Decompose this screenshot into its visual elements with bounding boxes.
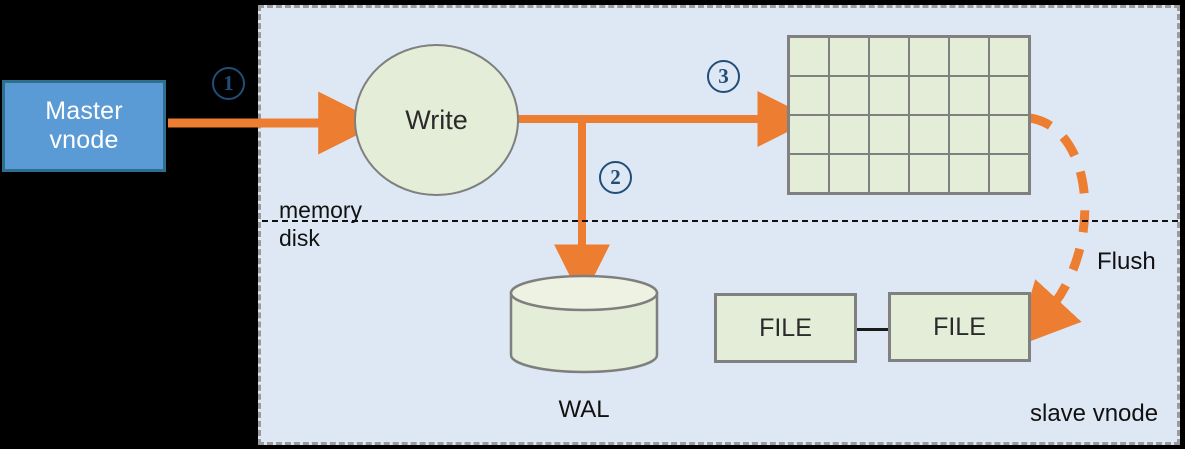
step-marker-2: 2 xyxy=(599,161,632,194)
memtable-cell xyxy=(990,38,1028,75)
write-node[interactable]: Write xyxy=(354,44,519,196)
memtable-cell xyxy=(830,77,868,114)
file-box-2-label: FILE xyxy=(933,312,986,341)
memtable-cell xyxy=(910,77,948,114)
step-marker-1: 1 xyxy=(212,67,245,100)
wal-label: WAL xyxy=(558,396,610,423)
write-node-label: Write xyxy=(405,104,468,135)
memtable-cell xyxy=(870,116,908,153)
file-connector-line xyxy=(857,328,888,331)
memtable-cell xyxy=(910,116,948,153)
wal-cylinder-shape xyxy=(509,274,659,374)
memtable-cell xyxy=(950,155,988,192)
memory-disk-divider xyxy=(262,220,1178,222)
memtable-cell xyxy=(910,38,948,75)
wal-cylinder[interactable] xyxy=(508,274,660,374)
memtable-cell xyxy=(990,155,1028,192)
flush-label: Flush xyxy=(1097,248,1156,275)
memtable-cell xyxy=(870,77,908,114)
memtable-grid xyxy=(787,35,1031,195)
memtable-cell xyxy=(950,38,988,75)
slave-vnode-label: slave vnode xyxy=(1030,400,1159,427)
memtable-cell xyxy=(950,77,988,114)
file-box-2[interactable]: FILE xyxy=(888,292,1031,362)
master-vnode-box[interactable]: Master vnode xyxy=(2,80,166,172)
memtable-cell xyxy=(790,77,828,114)
file-box-1-label: FILE xyxy=(759,313,812,342)
memtable-cell xyxy=(990,77,1028,114)
memtable-cell xyxy=(790,155,828,192)
master-vnode-label-line1: Master xyxy=(45,96,123,125)
memory-label: memory xyxy=(279,197,363,223)
memtable-cell xyxy=(830,155,868,192)
memtable-cell xyxy=(790,116,828,153)
memtable-cell xyxy=(950,116,988,153)
memtable-cell xyxy=(830,116,868,153)
memtable-cell xyxy=(870,38,908,75)
memtable-cell xyxy=(790,38,828,75)
disk-label: disk xyxy=(279,225,320,251)
step-marker-3: 3 xyxy=(707,60,740,93)
file-box-1[interactable]: FILE xyxy=(714,293,857,363)
master-vnode-label-line2: vnode xyxy=(49,126,119,154)
memtable-cell xyxy=(910,155,948,192)
memtable-cell xyxy=(990,116,1028,153)
memtable-cell xyxy=(830,38,868,75)
memtable-cell xyxy=(870,155,908,192)
